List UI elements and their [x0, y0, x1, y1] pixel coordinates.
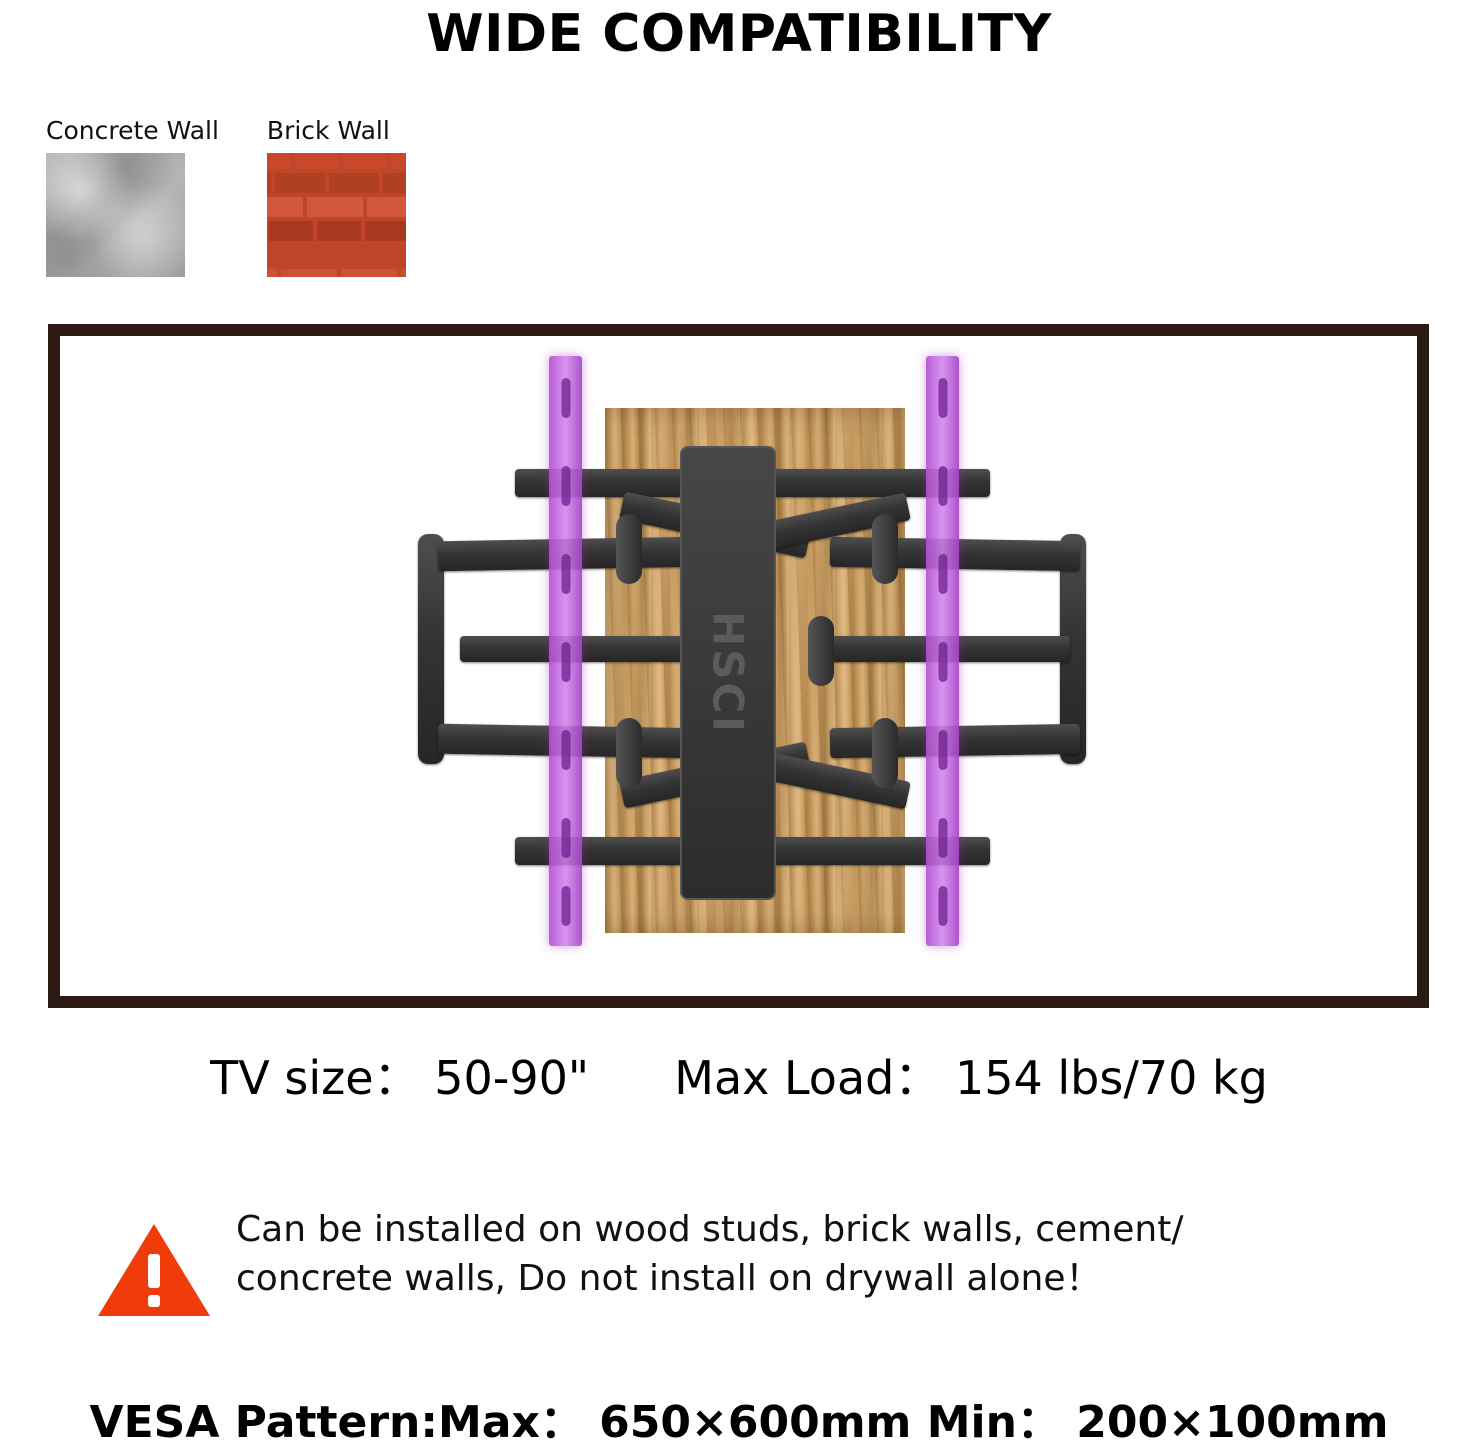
rail-slot: [938, 886, 947, 926]
brick: [268, 221, 313, 241]
arm-middle-left: [460, 636, 710, 662]
brick-row: [266, 197, 406, 217]
brick: [274, 173, 325, 193]
rail-slot: [561, 818, 570, 858]
brand-logo-text: HSCI: [703, 611, 753, 735]
pivot-joint-center-right: [808, 616, 834, 686]
rail-slot: [561, 642, 570, 682]
brick: [382, 173, 406, 193]
vesa-pattern-text: VESA Pattern:Max： 650×600mm Min： 200×100…: [89, 1397, 1389, 1448]
pivot-joint-right-bottom: [872, 718, 898, 788]
brick-row: [267, 221, 406, 241]
brick: [390, 153, 406, 169]
tv-size-label: TV size：: [210, 1051, 420, 1105]
wall-type-list: Concrete Wall Brick Wall: [46, 116, 406, 277]
brick: [366, 197, 406, 217]
brick: [266, 269, 277, 277]
rail-slot: [938, 466, 947, 506]
brick: [364, 221, 406, 241]
page-title: WIDE COMPATIBILITY: [426, 4, 1052, 64]
warning-text: Can be installed on wood studs, brick wa…: [236, 1206, 1183, 1303]
rail-slot: [938, 642, 947, 682]
wall-type-concrete: Concrete Wall: [46, 116, 219, 277]
brick-wall-swatch-image: [266, 153, 406, 277]
rail-slot: [938, 378, 947, 418]
rail-slot: [938, 730, 947, 770]
brick: [266, 153, 291, 169]
concrete-wall-swatch-image: [46, 153, 185, 277]
brick: [328, 173, 379, 193]
wall-type-label-concrete: Concrete Wall: [46, 116, 219, 145]
spec-line: TV size： 50-90" Max Load： 154 lbs/70 kg: [0, 1042, 1478, 1108]
brick: [306, 197, 363, 217]
brick: [294, 153, 339, 169]
brick: [266, 197, 303, 217]
rail-slot: [561, 886, 570, 926]
warning-text-line2: concrete walls, Do not install on drywal…: [236, 1257, 1102, 1299]
pivot-joint-right-top: [872, 514, 898, 584]
rail-slot: [938, 554, 947, 594]
rail-slot: [561, 378, 570, 418]
wall-type-label-brick: Brick Wall: [266, 116, 390, 145]
brick: [354, 245, 405, 265]
brick: [266, 245, 297, 265]
product-image-frame: HSCI: [48, 324, 1429, 1008]
brick: [342, 153, 387, 169]
brick: [266, 173, 271, 193]
brick: [400, 269, 406, 277]
brick-row: [266, 245, 406, 265]
tv-size-value: 50-90": [434, 1051, 590, 1105]
brick: [316, 221, 361, 241]
warning-triangle-icon: [96, 1220, 212, 1324]
product-illustration: HSCI: [60, 336, 1417, 996]
pivot-joint-left-bottom: [616, 718, 642, 788]
brick-row: [266, 269, 406, 277]
warning-block: Can be installed on wood studs, brick wa…: [96, 1206, 1416, 1324]
brick: [280, 269, 337, 277]
max-load-value: 154 lbs/70 kg: [954, 1051, 1268, 1105]
rail-slot: [561, 730, 570, 770]
wall-plate: HSCI: [680, 446, 776, 900]
brick-row: [266, 173, 406, 193]
rail-slot: [561, 554, 570, 594]
wall-type-brick: Brick Wall: [266, 116, 406, 277]
brick: [300, 245, 351, 265]
rail-slot: [938, 818, 947, 858]
pivot-joint-left-top: [616, 514, 642, 584]
max-load-label: Max Load：: [674, 1051, 941, 1105]
mounting-rail-left: [549, 356, 582, 946]
rail-slot: [561, 466, 570, 506]
brick: [340, 269, 397, 277]
brick-row: [266, 153, 406, 169]
mounting-rail-right: [926, 356, 959, 946]
warning-text-line1: Can be installed on wood studs, brick wa…: [236, 1209, 1184, 1250]
